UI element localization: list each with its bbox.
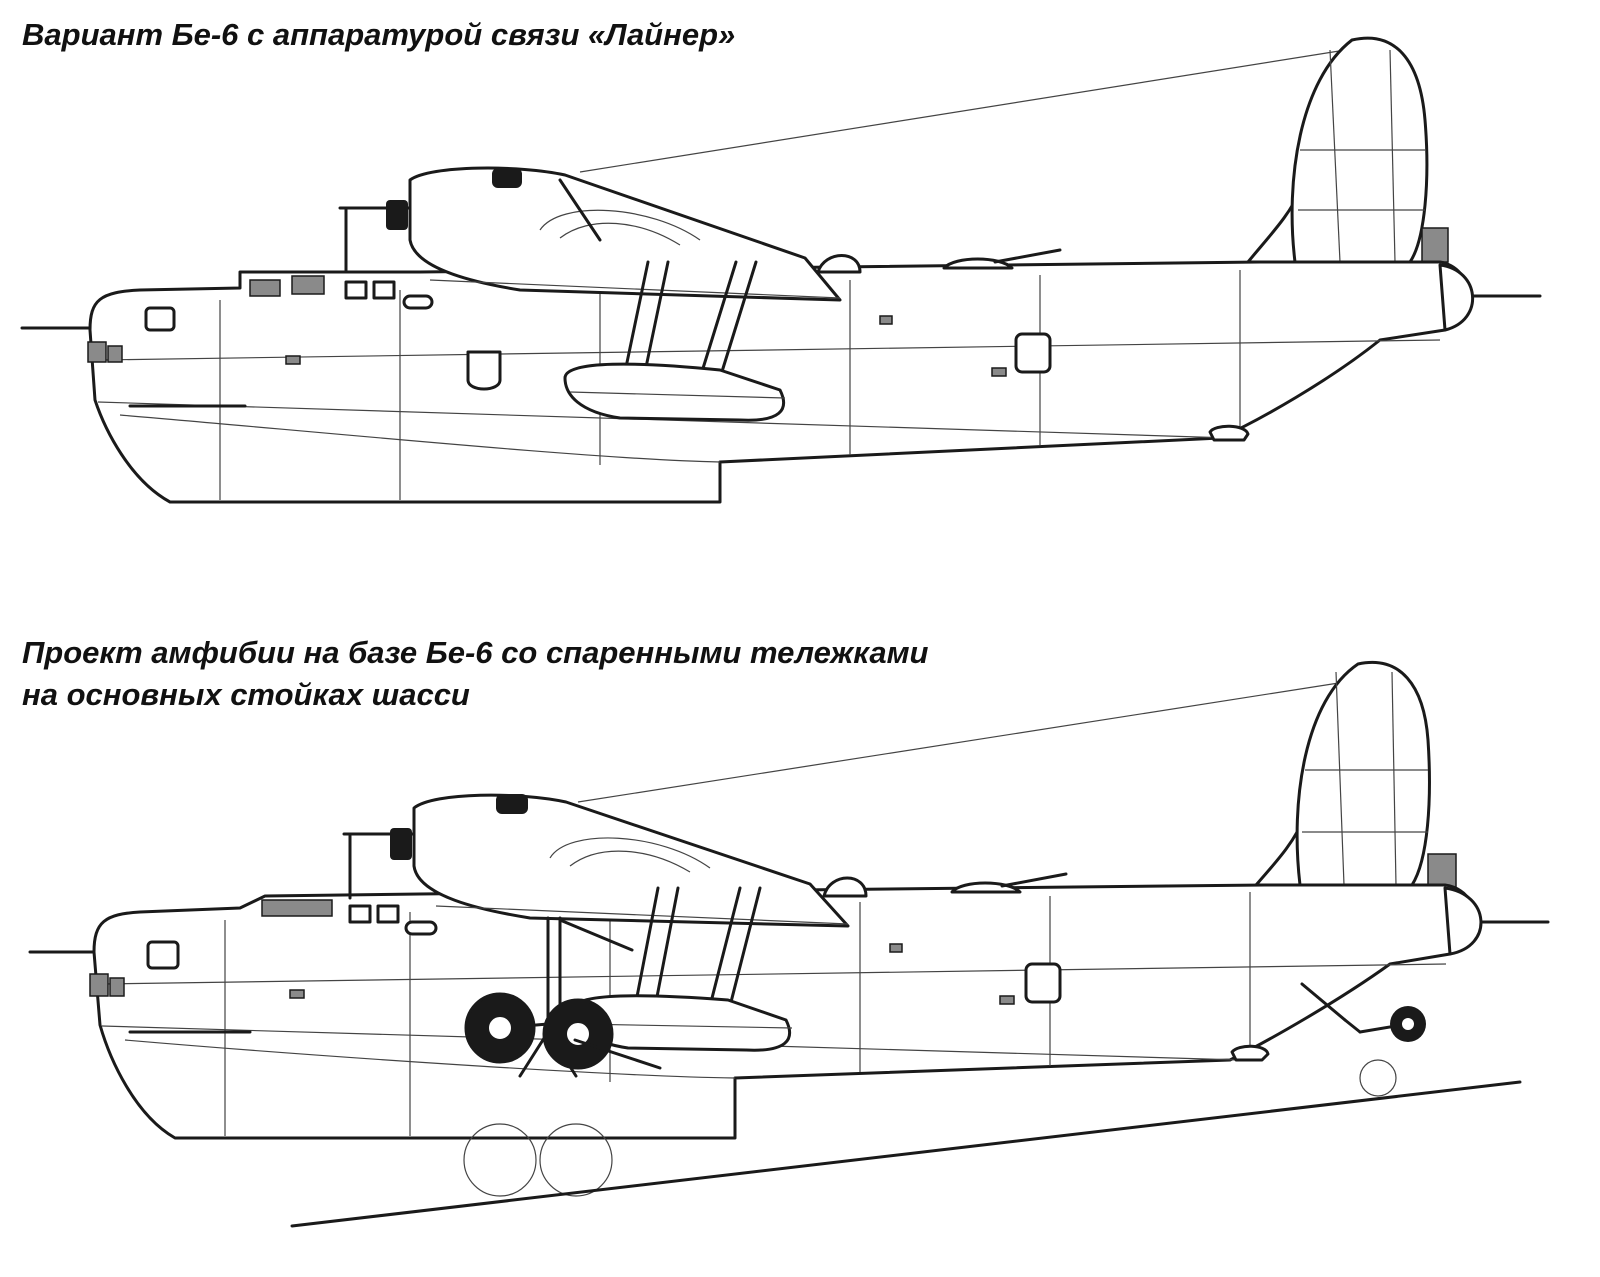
wing (408, 166, 842, 302)
ground-line (290, 1080, 1522, 1228)
wing (412, 793, 850, 928)
tail-fin (1254, 661, 1457, 889)
gun-barrel (1000, 872, 1068, 888)
hull (88, 260, 1474, 504)
gun-barrel (993, 248, 1062, 264)
ventral-fitting (1208, 424, 1250, 442)
be6-amphibian-side-view (28, 661, 1550, 1228)
be6-liner-side-view (20, 36, 1542, 504)
caption-amphibian-line-1: Проект амфибии на базе Бе-6 со спаренным… (22, 635, 929, 670)
wing-float (563, 260, 786, 422)
main-landing-gear (464, 916, 662, 1078)
antenna-wire (577, 681, 1346, 803)
ventral-fitting (1230, 1044, 1270, 1062)
dorsal-turret (822, 876, 868, 898)
antenna-wire (579, 47, 1359, 173)
tail-landing-gear (1300, 982, 1426, 1042)
propeller-hub (342, 828, 416, 900)
caption-amphibian-project: Проект амфибии на базе Бе-6 со спаренным… (22, 632, 928, 716)
ghost-wheels (463, 1059, 1397, 1197)
tail-fin (1246, 36, 1449, 264)
hull-windows (87, 275, 1052, 391)
hull (92, 883, 1483, 1140)
caption-liner-variant: Вариант Бе-6 с аппаратурой связи «Лайнер… (22, 17, 736, 52)
propeller-hub (338, 200, 412, 272)
dorsal-turret (816, 254, 862, 274)
hull-windows (89, 899, 1062, 1005)
caption-amphibian-line-2: на основных стойках шасси (22, 677, 470, 712)
